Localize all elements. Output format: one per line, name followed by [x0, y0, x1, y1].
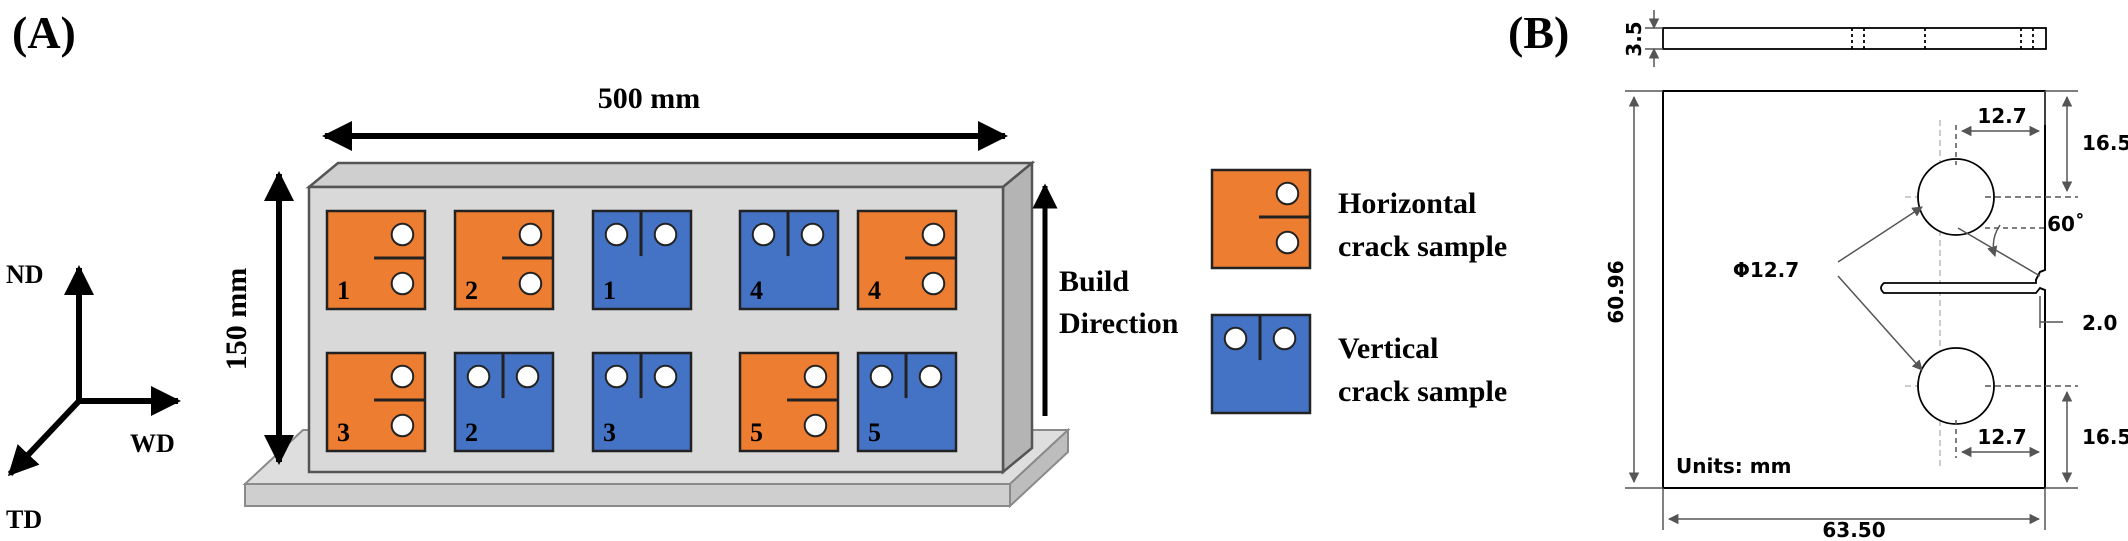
pin-hole [390, 271, 415, 296]
panel-a-label: (A) [12, 7, 76, 58]
pin-hole [515, 364, 540, 389]
legend-horizontal-line1: Horizontal [1338, 187, 1476, 220]
sample-top-4: 4 [738, 209, 840, 311]
legend-vertical-line1: Vertical [1338, 332, 1439, 365]
sample-bottom-1: 3 [325, 351, 427, 453]
pin-hole [653, 364, 678, 389]
upper-pin-hole [1917, 158, 1995, 236]
build-direction-line2: Direction [1059, 307, 1179, 340]
width-dimension [1662, 488, 2046, 530]
pin-hole [466, 364, 491, 389]
hole-diameter-label: Φ12.7 [1733, 258, 1799, 282]
height-label: 60.96 [1604, 260, 1628, 323]
thickness-dimension [1645, 10, 1663, 67]
notch-angle-label: 60˚ [2047, 212, 2085, 236]
sample-number: 2 [465, 276, 478, 305]
sample-number: 2 [465, 418, 478, 447]
pin-hole [1275, 230, 1300, 255]
pin-hole [803, 364, 828, 389]
legend-vertical-swatch [1210, 313, 1312, 415]
pin-hole [390, 222, 415, 247]
axes-triad [7, 265, 181, 477]
pin-hole [1272, 326, 1297, 351]
length-dimension-label: 500 mm [598, 82, 700, 115]
build-direction-line1: Build [1059, 265, 1129, 298]
block-top-face [305, 161, 1036, 189]
top-hole-x-label: 12.7 [1977, 104, 2026, 128]
pin-hole [604, 364, 629, 389]
top-offset-label: 16.5 [2082, 131, 2128, 155]
sample-number: 4 [750, 276, 763, 305]
sample-number: 3 [337, 418, 350, 447]
sample-number: 5 [868, 418, 881, 447]
sample-top-5: 4 [856, 209, 958, 311]
sample-top-2: 2 [453, 209, 555, 311]
pin-hole [604, 222, 629, 247]
pin-hole [803, 413, 828, 438]
pin-hole [921, 222, 946, 247]
sample-top-3: 1 [591, 209, 693, 311]
pin-hole [518, 222, 543, 247]
height-dimension-label: 150 mm [220, 268, 253, 370]
samples-top-row: 1 2 1 4 4 [325, 209, 958, 311]
pin-hole [518, 271, 543, 296]
top-offset-dimension [1985, 90, 2078, 198]
units-label: Units: mm [1676, 454, 1791, 478]
sample-number: 5 [750, 418, 763, 447]
specimen-side-view [1662, 27, 2047, 50]
sample-bottom-2: 2 [453, 351, 555, 453]
sample-bottom-4: 5 [738, 351, 840, 453]
td-label: TD [6, 505, 42, 534]
td-axis [7, 398, 82, 477]
bottom-offset-dimension [1985, 385, 2078, 489]
bottom-offset-label: 16.5 [2082, 425, 2128, 449]
legend-horizontal-line2: crack sample [1338, 230, 1507, 263]
bottom-hole-x-label: 12.7 [1977, 425, 2026, 449]
notch-width-label: 2.0 [2082, 311, 2117, 335]
panel-b-label: (B) [1508, 7, 1569, 58]
sample-number: 1 [337, 276, 350, 305]
sample-number: 1 [603, 276, 616, 305]
sample-top-1: 1 [325, 209, 427, 311]
horizontal-crack-sample-square [1210, 168, 1312, 270]
legend-vertical-line2: crack sample [1338, 375, 1507, 408]
notch-angle-indicator [1957, 224, 2045, 277]
hole-diameter-leaders [1837, 206, 1923, 371]
pin-hole [1223, 326, 1248, 351]
wd-label: WD [130, 429, 175, 458]
lower-pin-hole [1917, 347, 1995, 425]
machined-notch [1880, 269, 2046, 294]
pin-hole [869, 364, 894, 389]
sample-number: 3 [603, 418, 616, 447]
width-label: 63.50 [1822, 518, 1885, 541]
pin-hole [751, 222, 776, 247]
pin-hole [390, 364, 415, 389]
notch-width-dimension [2039, 296, 2063, 328]
compact-tension-specimen [1662, 90, 2046, 489]
sample-number: 4 [868, 276, 881, 305]
samples-bottom-row: 3 2 3 5 5 [325, 351, 958, 453]
pin-hole [653, 222, 678, 247]
legend [1210, 168, 1312, 415]
thickness-label: 3.5 [1622, 21, 1646, 56]
pin-hole [921, 271, 946, 296]
sample-bottom-3: 3 [591, 351, 693, 453]
pin-hole [390, 413, 415, 438]
block-side-face [1001, 160, 1034, 475]
legend-horizontal-swatch [1210, 168, 1312, 270]
top-hole-x-dimension [1955, 91, 2046, 165]
pin-hole [800, 222, 825, 247]
sample-bottom-5: 5 [856, 351, 958, 453]
pin-hole [1275, 181, 1300, 206]
bottom-hole-x-dimension [1955, 420, 2041, 458]
nd-label: ND [6, 260, 44, 289]
height-dimension [1625, 90, 1663, 489]
pin-hole [918, 364, 943, 389]
